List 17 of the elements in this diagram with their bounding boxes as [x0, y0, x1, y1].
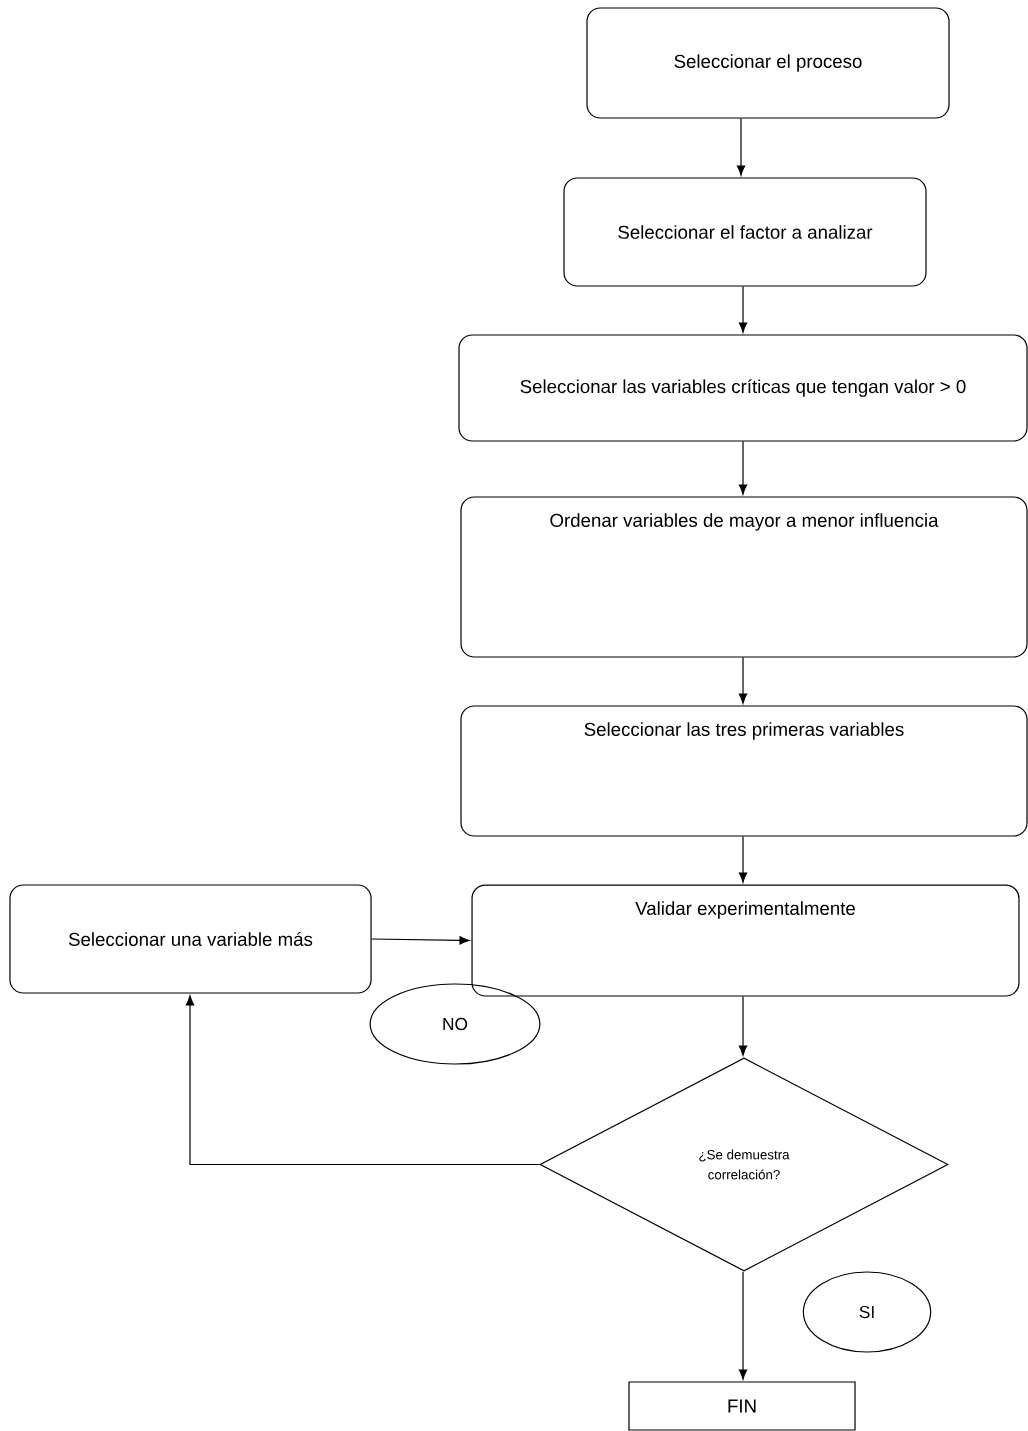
arrow	[738, 1271, 748, 1380]
arrow	[738, 996, 748, 1056]
process-box: Seleccionar el proceso	[586, 7, 950, 119]
process-box: Seleccionar las tres primeras variables	[460, 705, 1028, 837]
arrow	[185, 995, 540, 1166]
arrow	[738, 657, 748, 704]
arrow	[738, 286, 748, 333]
arrow	[738, 836, 748, 883]
arrow	[371, 936, 470, 945]
arrow	[738, 441, 748, 495]
process-box: Ordenar variables de mayor a menor influencia	[460, 496, 1028, 658]
process-box: Seleccionar el factor a analizar	[563, 177, 927, 287]
arrow	[736, 118, 746, 176]
process-box: Validar experimentalmente	[471, 884, 1020, 997]
end-box: FIN	[628, 1381, 856, 1431]
process-box: Seleccionar las variables críticas que tengan valor > 0	[458, 334, 1028, 442]
process-box: Seleccionar una variable más	[9, 884, 372, 994]
